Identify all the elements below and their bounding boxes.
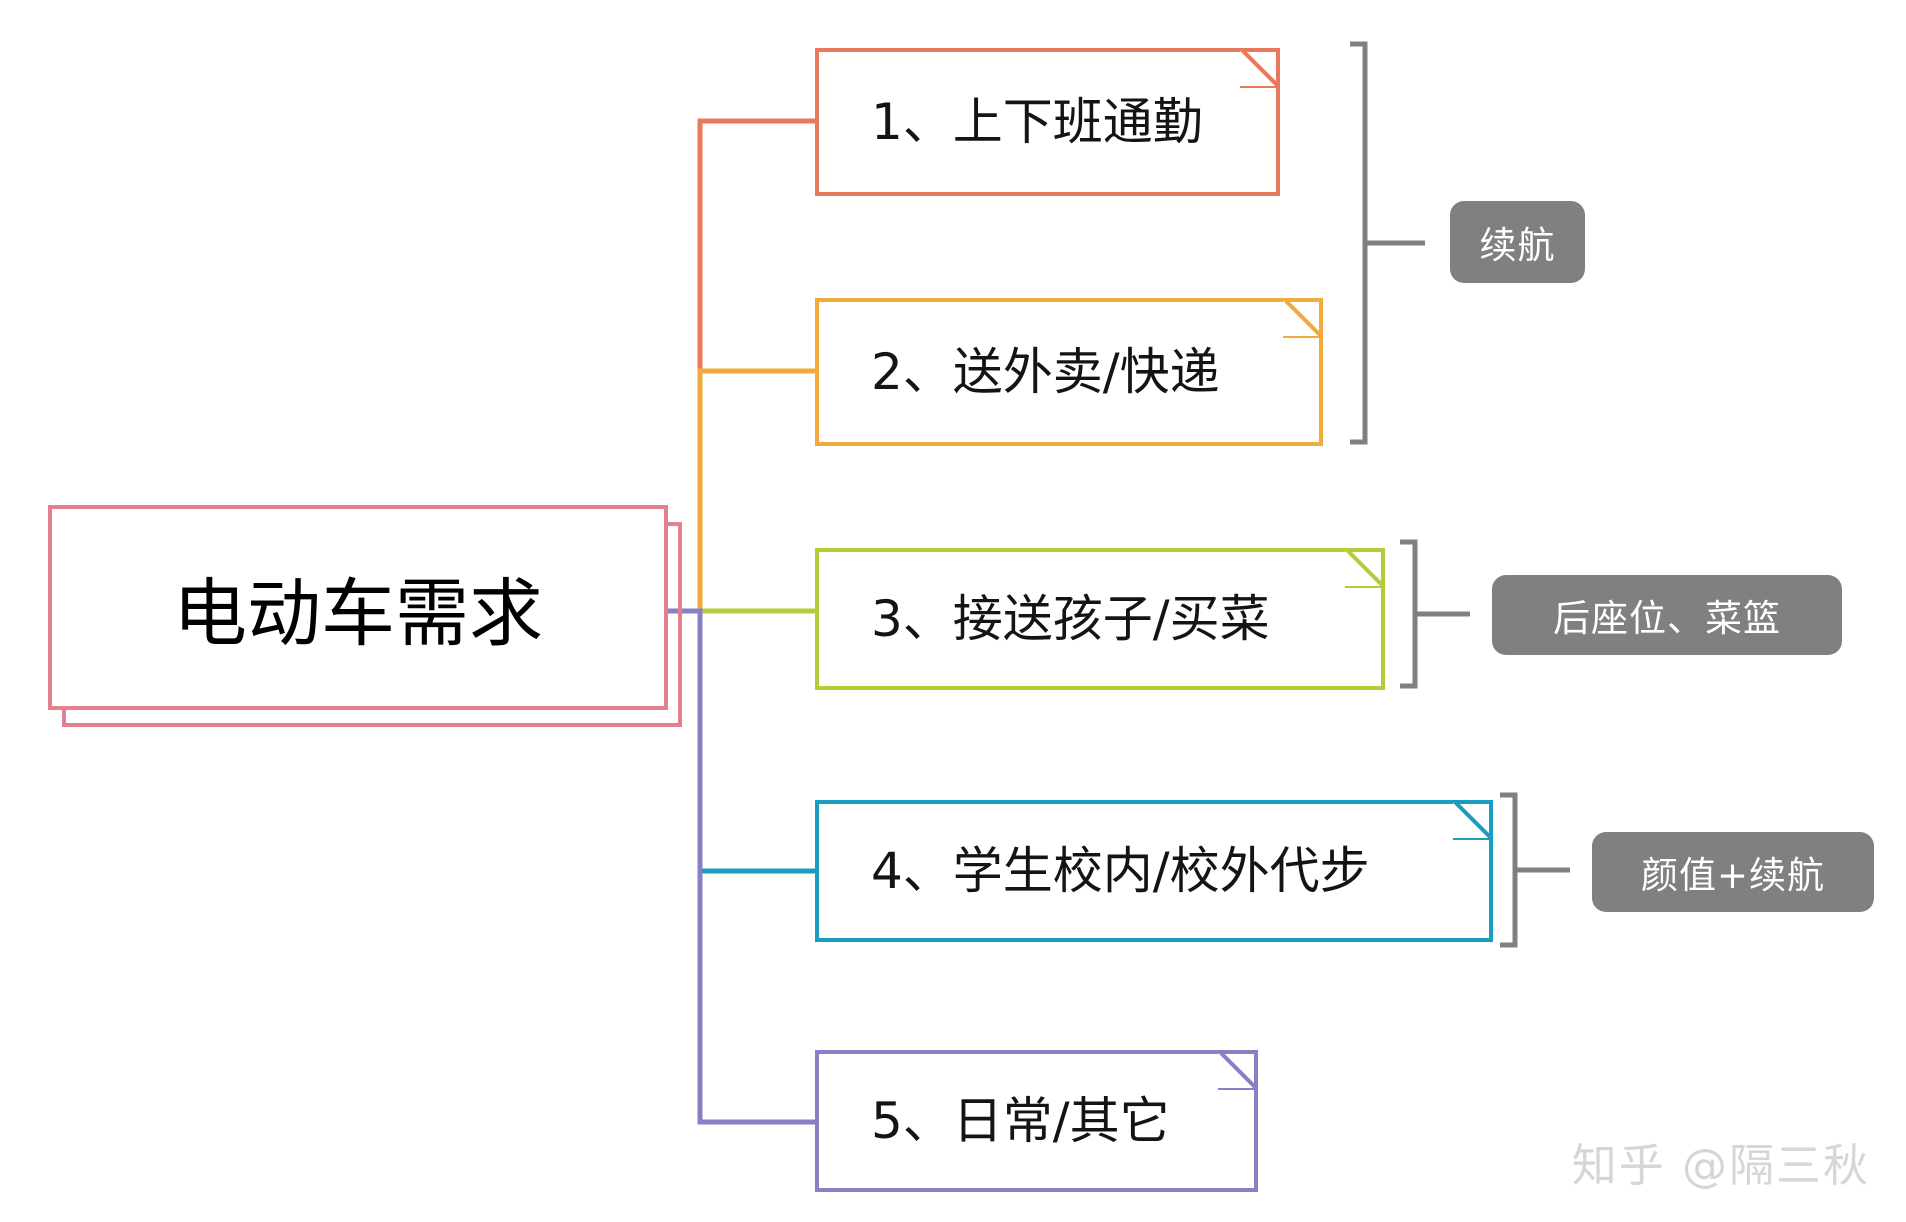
annotation-badge-endurance[interactable]: 续航 (1450, 201, 1585, 283)
folded-corner-icon (1218, 1050, 1258, 1090)
bracket-annotation-2 (1400, 539, 1470, 689)
bracket-annotation-3 (1500, 792, 1570, 948)
root-node-box[interactable] (48, 505, 668, 710)
folded-corner-icon (1240, 48, 1280, 88)
root-node-label-wrap: 电动车需求 (48, 505, 668, 710)
watermark: 知乎 @隔三秋 (1571, 1139, 1870, 1192)
branch-node-4[interactable]: 4、学生校内/校外代步 (815, 800, 1493, 942)
annotation-badge-endurance-label: 续航 (1479, 224, 1556, 267)
branch-node-3[interactable]: 3、接送孩子/买菜 (815, 548, 1385, 690)
folded-corner-icon (1283, 298, 1323, 338)
root-node-label: 电动车需求 (173, 571, 543, 657)
branch-node-5-label: 5、日常/其它 (871, 1092, 1170, 1150)
branch-node-2-label: 2、送外卖/快递 (871, 343, 1220, 401)
folded-corner-icon (1345, 548, 1385, 588)
connector-branch-1 (697, 118, 815, 611)
annotation-badge-looks-endurance[interactable]: 颜值+续航 (1592, 832, 1874, 912)
branch-node-1-label: 1、上下班通勤 (871, 93, 1203, 151)
connector-branch-2 (697, 368, 815, 611)
connector-branch-5 (668, 608, 815, 1125)
branch-node-5[interactable]: 5、日常/其它 (815, 1050, 1258, 1192)
connector-branch-4 (697, 611, 815, 874)
branch-node-2[interactable]: 2、送外卖/快递 (815, 298, 1323, 446)
branch-node-3-label: 3、接送孩子/买菜 (871, 590, 1270, 648)
bracket-annotation-1 (1350, 41, 1425, 445)
folded-corner-icon (1453, 800, 1493, 840)
annotation-badge-rear-seat-basket[interactable]: 后座位、菜篮 (1492, 575, 1842, 655)
annotation-badge-rear-seat-basket-label: 后座位、菜篮 (1553, 597, 1781, 640)
branch-node-1[interactable]: 1、上下班通勤 (815, 48, 1280, 196)
branch-node-4-label: 4、学生校内/校外代步 (871, 842, 1370, 900)
annotation-badge-looks-endurance-label: 颜值+续航 (1640, 854, 1825, 897)
